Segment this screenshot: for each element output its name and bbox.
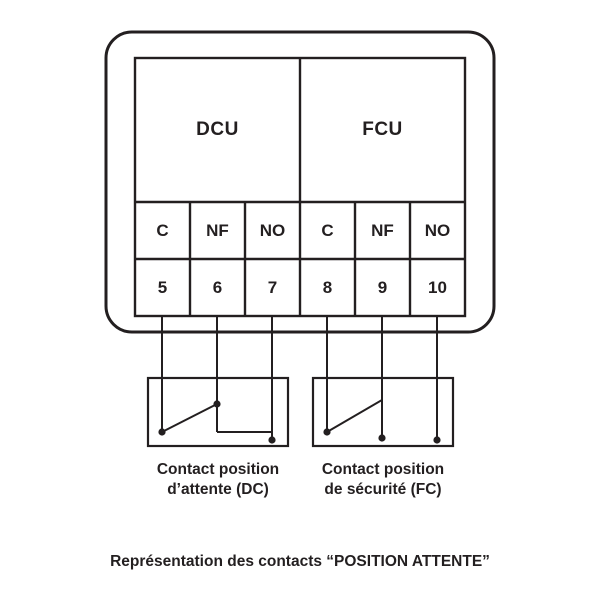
terminal-number-2: 6 [212, 277, 223, 297]
terminal-number-5: 9 [377, 277, 388, 297]
fc-no-dot [378, 434, 386, 442]
column-header-6: NO [424, 220, 451, 240]
column-header-3: NO [259, 220, 286, 240]
dc-common-dot [158, 428, 166, 436]
fc-switch-arm [326, 399, 383, 433]
terminal-number-6: 10 [428, 277, 447, 297]
fc-contact-caption-line1: Contact position [321, 461, 445, 478]
unit-label-fcu: FCU [362, 119, 403, 140]
column-header-2: NF [206, 220, 229, 240]
terminal-number-1: 5 [157, 277, 168, 297]
dc-switch-arm [161, 403, 218, 433]
dc-contact-caption-line2: d’attente (DC) [167, 481, 269, 499]
terminal-number-3: 7 [267, 277, 278, 297]
dc-contact-caption-line1: Contact position [156, 461, 280, 478]
column-header-5: NF [371, 220, 394, 240]
fc-contact-box [311, 376, 455, 448]
fc-contact-caption: Contact position de sécurité (FC) [293, 460, 473, 501]
dc-contact-box [146, 376, 290, 448]
unit-label-dcu: DCU [196, 119, 239, 140]
dc-nf-dot [213, 400, 221, 408]
fc-common-dot [323, 428, 331, 436]
dc-contact-caption: Contact position d’attente (DC) [128, 460, 308, 501]
terminal-number-4: 8 [322, 277, 333, 297]
device-enclosure [104, 30, 496, 334]
diagram-title: Représentation des contacts “POSITION AT… [110, 553, 490, 570]
column-header-4: C [321, 220, 334, 240]
fc-contact-caption-line2: de sécurité (FC) [324, 481, 442, 499]
fc-nf-dot [433, 436, 441, 444]
column-header-1: C [156, 220, 169, 240]
